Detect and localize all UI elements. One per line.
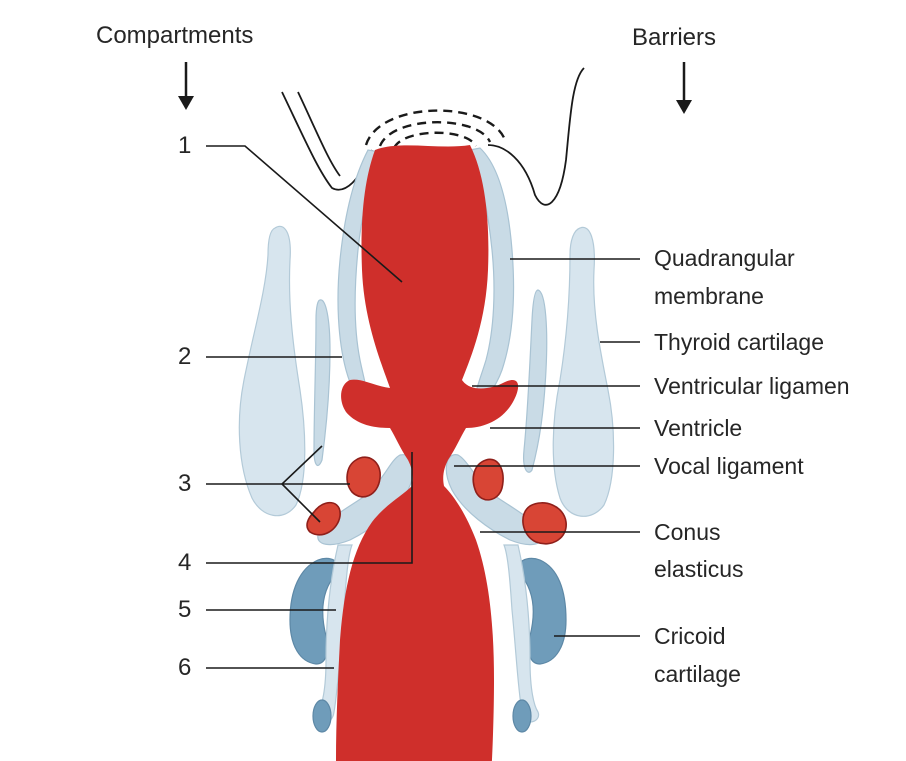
lower-knob-right [513, 700, 531, 732]
compartment-number-2: 2 [178, 343, 191, 371]
dashed-arcs [366, 111, 505, 148]
label-cricoid-line1: Cricoid [654, 622, 726, 650]
compartments-header: Compartments [96, 22, 253, 50]
vocal-nodule-right-lower [523, 503, 566, 544]
compartment-number-1: 1 [178, 132, 191, 160]
label-quadrangular-line2: membrane [654, 282, 764, 310]
label-quadrangular-line1: Quadrangular [654, 244, 795, 272]
compartment-number-6: 6 [178, 654, 191, 682]
barriers-header: Barriers [632, 24, 716, 52]
compartment-number-4: 4 [178, 549, 191, 577]
ventricular-fold-left [314, 300, 330, 466]
thyroid-cartilage-right [553, 227, 613, 516]
vocal-nodule-left-upper [347, 457, 380, 497]
epiglottis-inner-left [298, 92, 340, 176]
label-ventricular-ligament: Ventricular ligamen [654, 372, 850, 400]
compartments-arrow [178, 62, 194, 110]
label-thyroid-cartilage: Thyroid cartilage [654, 328, 824, 356]
label-cricoid-line2: cartilage [654, 660, 741, 688]
label-ventricle: Ventricle [654, 414, 742, 442]
label-conus-line1: Conus [654, 518, 720, 546]
lower-knob-left [313, 700, 331, 732]
barriers-arrow [676, 62, 692, 114]
compartment-number-3: 3 [178, 470, 191, 498]
ventricular-fold-right [524, 290, 547, 472]
label-conus-line2: elasticus [654, 555, 743, 583]
label-vocal-ligament: Vocal ligament [654, 452, 804, 480]
compartment-number-5: 5 [178, 596, 191, 624]
